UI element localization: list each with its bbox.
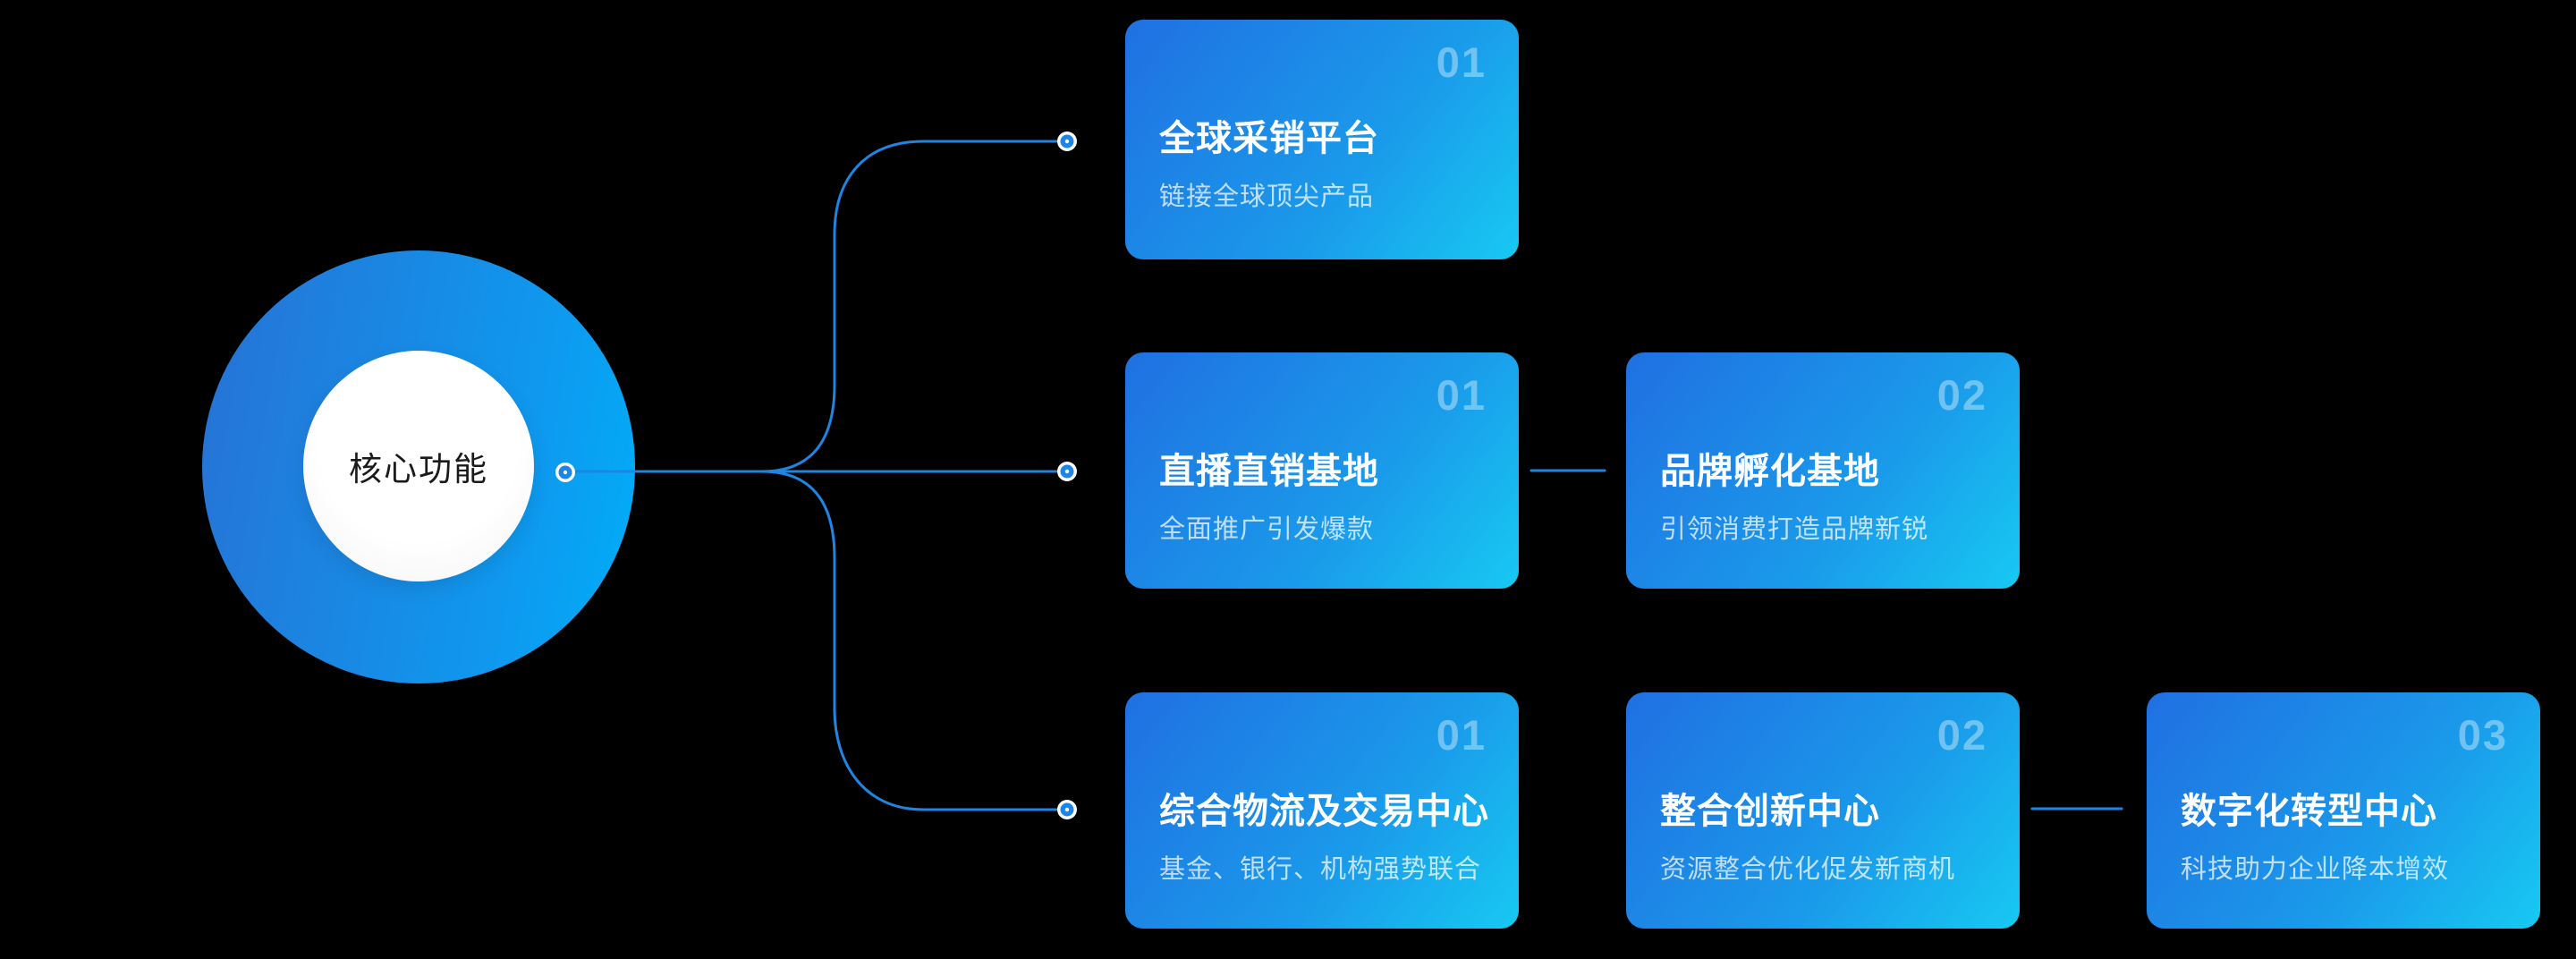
feature-card: 01 全球采销平台 链接全球顶尖产品 [1125,20,1519,259]
feature-card: 02 品牌孵化基地 引领消费打造品牌新锐 [1626,352,2020,589]
connector-top-curve [760,140,1058,473]
card-subtitle: 资源整合优化促发新商机 [1660,855,1956,884]
connector-dot-top [1057,132,1077,151]
card-subtitle: 全面推广引发爆款 [1159,515,1375,544]
connector-bottom-curve [760,470,1058,811]
connector-dot-bottom [1057,800,1077,819]
card-subtitle: 引领消费打造品牌新锐 [1660,515,1929,544]
card-number: 03 [2457,711,2508,759]
card-title: 数字化转型中心 [2181,792,2437,831]
card-subtitle: 链接全球顶尖产品 [1159,182,1375,211]
feature-card: 01 直播直销基地 全面推广引发爆款 [1125,352,1519,589]
card-title: 品牌孵化基地 [1660,452,1880,491]
card-subtitle: 基金、银行、机构强势联合 [1159,855,1482,884]
card-number: 01 [1436,371,1487,419]
card-title: 综合物流及交易中心 [1159,792,1489,831]
connector-dot-middle [1057,462,1077,481]
card-number: 01 [1436,711,1487,759]
card-number: 02 [1936,711,1987,759]
card-subtitle: 科技助力企业降本增效 [2181,855,2450,884]
card-number: 02 [1936,371,1987,419]
center-node-label: 核心功能 [349,451,488,488]
feature-card: 01 综合物流及交易中心 基金、银行、机构强势联合 [1125,692,1519,929]
feature-card: 02 整合创新中心 资源整合优化促发新商机 [1626,692,2020,929]
node-dot [555,463,575,482]
center-node: 核心功能 [303,351,534,581]
card-title: 直播直销基地 [1159,452,1379,491]
card-number: 01 [1436,38,1487,86]
card-title: 整合创新中心 [1660,792,1880,831]
feature-card: 03 数字化转型中心 科技助力企业降本增效 [2147,692,2540,929]
card-title: 全球采销平台 [1159,119,1379,158]
